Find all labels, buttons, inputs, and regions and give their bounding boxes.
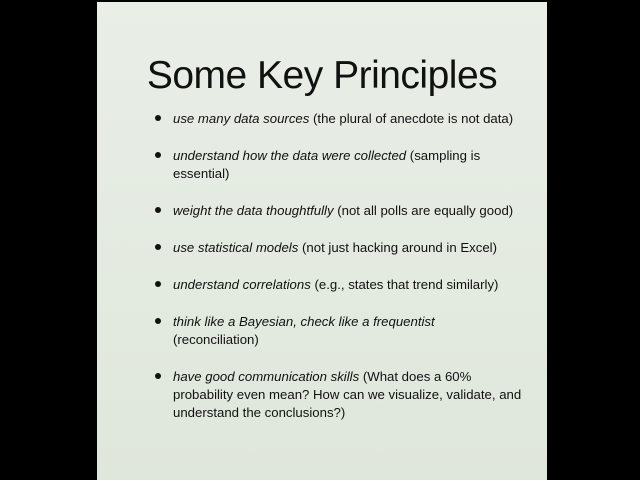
bullet-text: (not all polls are equally good) [333,203,514,218]
bullet-emphasis: weight the data thoughtfully [173,203,334,218]
bullet-dot-icon [155,207,161,213]
slide: Some Key Principles use many data source… [97,2,547,480]
bullet-dot-icon [155,244,161,250]
bullet-text: (What does a 60% probability even mean? … [173,369,522,420]
bullet-emphasis: use statistical models [173,240,299,255]
bullet-text: (reconciliation) [173,332,259,347]
bullet-item: understand correlations (e.g., states th… [154,276,524,294]
bullet-text: (the plural of anecdote is not data) [309,111,514,126]
slide-title: Some Key Principles [146,54,498,97]
bullet-emphasis: think like a Bayesian, check like a freq… [173,314,435,329]
bullet-text: (not just hacking around in Excel) [298,240,497,255]
bullet-item: think like a Bayesian, check like a freq… [154,313,524,349]
bullet-emphasis: use many data sources [173,111,310,126]
bullet-dot-icon [155,373,161,379]
bullet-emphasis: understand correlations [173,277,311,292]
bullet-text: (sampling is essential) [173,148,481,181]
bullet-item: use statistical models (not just hacking… [154,239,524,257]
bullet-dot-icon [155,152,161,158]
bullet-item: understand how the data were collected (… [154,147,524,183]
bullet-list: use many data sources (the plural of ane… [154,110,524,441]
bullet-item: have good communication skills (What doe… [154,368,524,422]
bullet-item: weight the data thoughtfully (not all po… [154,202,524,220]
bullet-emphasis: understand how the data were collected [173,148,407,163]
bullet-dot-icon [155,115,161,121]
bullet-item: use many data sources (the plural of ane… [154,110,524,128]
bullet-text: (e.g., states that trend similarly) [310,277,499,292]
bullet-emphasis: have good communication skills [173,369,360,384]
bullet-dot-icon [155,281,161,287]
bullet-dot-icon [155,318,161,324]
